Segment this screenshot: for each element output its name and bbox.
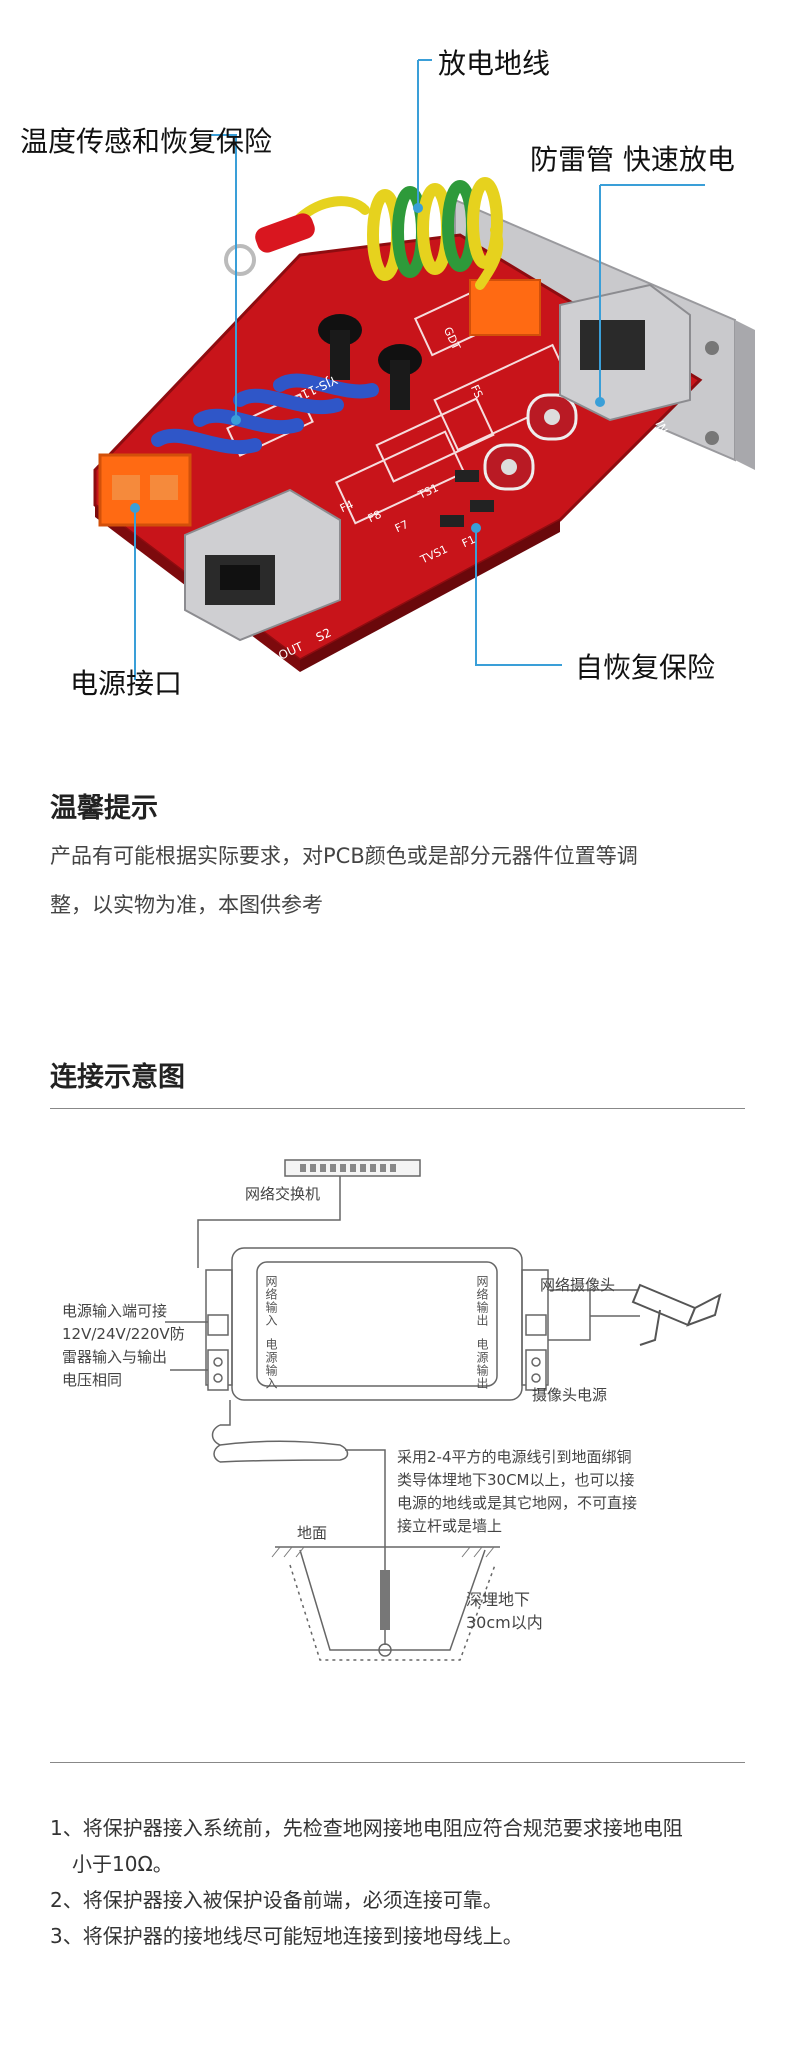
- tips-line-1: 产品有可能根据实际要求，对PCB颜色或是部分元器件位置等调: [50, 844, 638, 868]
- power-input-note: 电源输入端可接 12V/24V/220V防 雷器输入与输出 电压相同: [62, 1300, 185, 1392]
- right-power-output-label: 电源输出: [475, 1338, 489, 1390]
- tips-line-2: 整，以实物为准，本图供参考: [50, 893, 323, 917]
- ground-note-line: 采用2-4平方的电源线引到地面绑铜: [397, 1448, 632, 1466]
- power-input-note-line: 电源输入端可接: [62, 1302, 168, 1320]
- pcb-illustration: [93, 59, 755, 680]
- ground-note-line: 类导体埋地下30CM以上，也可以接: [397, 1471, 635, 1489]
- callout-gas-tube: 防雷管 快速放电: [530, 143, 735, 176]
- note-item-1-cont: 小于10Ω。: [72, 1852, 173, 1876]
- bury-depth-label: 深埋地下 30cm以内: [466, 1588, 543, 1634]
- power-input-note-line: 12V/24V/220V防: [62, 1325, 185, 1343]
- ground-note: 采用2-4平方的电源线引到地面绑铜 类导体埋地下30CM以上，也可以接 电源的地…: [397, 1446, 637, 1538]
- switch-label: 网络交换机: [245, 1185, 321, 1203]
- notes-list: 1、将保护器接入系统前，先检查地网接地电阻应符合规范要求接地电阻 小于10Ω。 …: [50, 1810, 750, 1954]
- ground-surface-label: 地面: [297, 1524, 328, 1542]
- connection-diagram: 网络交换机 电源输入端可接 12V/24V/220V防 雷器输入与输出 电压相同…: [0, 1140, 790, 1700]
- bury-depth-line: 深埋地下: [466, 1590, 531, 1609]
- callout-resettable-fuse: 自恢复保险: [575, 651, 716, 684]
- notes-divider: [50, 1762, 745, 1763]
- callout-temp-fuse: 温度传感和恢复保险: [20, 125, 273, 158]
- left-network-input-label: 网络输入: [264, 1275, 278, 1327]
- left-power-input-label: 电源输入: [264, 1338, 278, 1390]
- callout-ground-wire: 放电地线: [438, 47, 551, 80]
- note-item-1: 1、将保护器接入系统前，先检查地网接地电阻应符合规范要求接地电阻: [50, 1816, 683, 1840]
- ground-note-line: 接立杆或是墙上: [397, 1517, 503, 1535]
- bury-depth-line: 30cm以内: [466, 1613, 543, 1632]
- note-item-2: 2、将保护器接入被保护设备前端，必须连接可靠。: [50, 1888, 503, 1912]
- tips-title: 温馨提示: [50, 793, 158, 824]
- callout-power-port: 电源接口: [70, 667, 183, 700]
- power-input-note-line: 雷器输入与输出: [62, 1348, 168, 1366]
- connection-title: 连接示意图: [50, 1062, 185, 1093]
- wiring-svg: [165, 1159, 722, 1661]
- right-network-output-label: 网络输出: [475, 1275, 489, 1327]
- title-divider: [50, 1108, 745, 1109]
- camera-label: 网络摄像头: [540, 1276, 616, 1294]
- tips-text: 产品有可能根据实际要求，对PCB颜色或是部分元器件位置等调 整，以实物为准，本图…: [50, 832, 750, 930]
- power-input-note-line: 电压相同: [62, 1371, 123, 1389]
- ground-note-line: 电源的地线或是其它地网，不可直接: [397, 1494, 638, 1512]
- camera-power-label: 摄像头电源: [532, 1386, 608, 1404]
- note-item-3: 3、将保护器的接地线尽可能短地连接到接地母线上。: [50, 1924, 523, 1948]
- product-photo: S2 OUT IN FS GDT TVS1 TS1 F1 F7 F8 F4 YJ…: [0, 0, 790, 740]
